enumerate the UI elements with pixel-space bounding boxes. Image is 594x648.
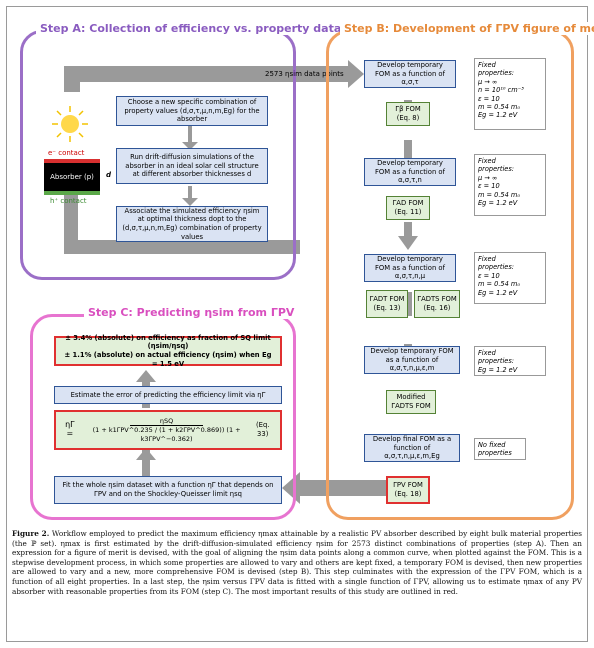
step-a-box-choose: Choose a new specific combination of pro… [116, 96, 268, 126]
figure-frame [6, 6, 588, 642]
fom-4-eq: ΓADTS FOM [391, 402, 431, 410]
result-line-2: ± 1.1% (absolute) on actual efficiency (… [64, 351, 272, 368]
fixed-props-4: Fixed properties: Eg = 1.2 eV [474, 346, 546, 376]
h-contact-label: h⁺ contact [50, 197, 87, 205]
fixed3-line4: Eg = 1.2 eV [478, 288, 518, 297]
step-c-estimate: Estimate the error of predicting the eff… [54, 386, 282, 404]
fom-3a-eq: (Eq. 13) [373, 304, 401, 312]
fixed3-line2: ε = 10 [478, 271, 500, 280]
figure-caption: Figure 2. Workflow employed to predict t… [12, 529, 582, 596]
fom-1-eq: (Eq. 8) [396, 114, 420, 122]
fom-1-name: Γβ FOM [395, 105, 421, 114]
thickness-label: d [106, 171, 112, 179]
fom-3b-eq: (Eq. 16) [423, 304, 451, 312]
fixed4-line0: Fixed [478, 349, 496, 357]
step-c-equation: ηΓ = ηSQ (1 + k1ΓPV^0.235 / (1 + k2ΓPV^0… [54, 410, 282, 450]
fixed2-line3: ε = 10 [478, 182, 500, 191]
fixed1-line5: m = 0.54 m₀ [478, 103, 520, 112]
fixed1-line1: properties: [478, 69, 515, 78]
e-contact-layer [44, 159, 100, 163]
step-b-box-5: Develop final FOM as a function of α,σ,τ… [364, 434, 460, 462]
e-contact-label: e⁻ contact [48, 149, 85, 157]
eq-denominator: (1 + k1ΓPV^0.235 / (1 + k2ΓPV^0.869)) (1… [92, 426, 241, 443]
fixed1-line4: ε = 10 [478, 94, 500, 103]
fom-2-name: ΓAD FOM [392, 199, 424, 208]
step-c-title: Step C: Predicting ηsim from ΓPV [84, 306, 299, 319]
caption-label: Figure 2. [12, 529, 50, 538]
eq-lhs: ηΓ = [65, 420, 75, 438]
fom-3a-name: ΓADT FOM [369, 295, 405, 304]
fixed2-line1: properties: [478, 165, 515, 174]
data-points-label: 2573 ηsim data points [265, 70, 344, 78]
flow-arrows [64, 60, 418, 504]
fixed1-line3: n = 10¹⁰ cm⁻³ [478, 86, 524, 95]
fixed2-line5: Eg = 1.2 eV [478, 199, 518, 208]
step-b-box-2: Develop temporary FOM as a function of α… [364, 158, 456, 186]
eq-fraction: ηSQ (1 + k1ΓPV^0.235 / (1 + k2ΓPV^0.869)… [82, 417, 252, 444]
fom-3b-name: ΓADTS FOM [417, 295, 457, 304]
step-c-results: ± 3.4% (absolute) on efficiency as fract… [54, 333, 282, 368]
step-b-box-3: Develop temporary FOM as a function of α… [364, 254, 456, 282]
step-b-box-4: Develop temporary FOM as a function of α… [364, 346, 460, 374]
step-b-fom-3a: ΓADT FOM(Eq. 13) [366, 290, 408, 318]
fixed-props-1: Fixed properties: μ → ∞ n = 10¹⁰ cm⁻³ ε … [474, 58, 546, 130]
absorber-label: Absorber (p) [50, 173, 94, 181]
fixed2-line4: m = 0.54 m₀ [478, 190, 520, 199]
caption-text: Workflow employed to predict the maximum… [12, 529, 582, 596]
absorber-layer: Absorber (p) [44, 163, 100, 191]
fixed5-line1: properties [478, 449, 512, 458]
result-line-1: ± 3.4% (absolute) on efficiency as fract… [65, 333, 271, 351]
step-b-title: Step B: Development of ΓPV figure of mer… [340, 22, 594, 35]
fixed1-line6: Eg = 1.2 eV [478, 111, 518, 120]
fixed2-line2: μ → ∞ [478, 173, 498, 182]
fixed5-line0: No fixed [478, 441, 506, 449]
step-b-box-1: Develop temporary FOM as a function of α… [364, 60, 456, 88]
fixed1-line2: μ → ∞ [478, 77, 498, 86]
fixed-props-5: No fixed properties [474, 438, 526, 460]
step-b-fom-2: ΓAD FOM(Eq. 11) [386, 196, 430, 220]
fixed4-line2: Eg = 1.2 eV [478, 365, 518, 374]
step-b-fom-1: Γβ FOM(Eq. 8) [386, 102, 430, 126]
step-c-fit: Fit the whole ηsim dataset with a functi… [54, 476, 282, 504]
fixed4-line1: properties: [478, 357, 515, 366]
fixed-props-3: Fixed properties: ε = 10 m = 0.54 m₀ Eg … [474, 252, 546, 304]
fom-5-eq: (Eq. 18) [394, 490, 422, 498]
step-a-box-associate: Associate the simulated efficiency ηsim … [116, 206, 268, 242]
fixed2-line0: Fixed [478, 157, 496, 165]
h-contact-layer [44, 191, 100, 195]
sun-icon [52, 106, 88, 142]
fom-2-eq: (Eq. 11) [394, 208, 422, 216]
fom-4-name: Modified [396, 393, 426, 402]
fixed3-line0: Fixed [478, 255, 496, 263]
fixed3-line3: m = 0.54 m₀ [478, 280, 520, 289]
fixed1-line0: Fixed [478, 61, 496, 69]
eq-number: (Eq. 33) [256, 421, 270, 438]
step-a-box-simulate: Run drift-diffusion simulations of the a… [116, 148, 268, 184]
step-b-fom-5: ΓPV FOM(Eq. 18) [386, 476, 430, 504]
eq-numerator: ηSQ [129, 417, 204, 427]
fixed-props-2: Fixed properties: μ → ∞ ε = 10 m = 0.54 … [474, 154, 546, 216]
step-a-title: Step A: Collection of efficiency vs. pro… [36, 22, 365, 35]
step-b-fom-3b: ΓADTS FOM(Eq. 16) [414, 290, 460, 318]
fixed3-line1: properties: [478, 263, 515, 272]
fom-5-name: ΓPV FOM [393, 481, 423, 490]
